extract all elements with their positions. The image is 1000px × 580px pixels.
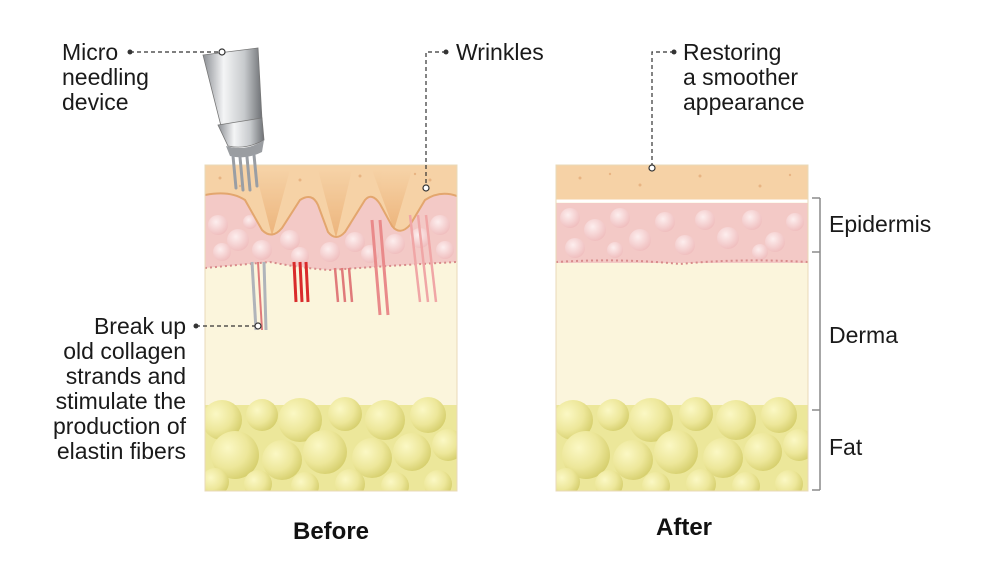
micro-needling-line-3: device [62, 89, 129, 115]
micro-needling-device [202, 47, 265, 192]
break-up-line-1: Break up [93, 313, 186, 339]
break-up-label: Break up old collagen strands and stimul… [40, 314, 186, 464]
restoring-line-3: appearance [683, 89, 805, 115]
fat-label: Fat [829, 434, 863, 460]
micro-needling-line-2: needling [62, 64, 149, 90]
collagen-strand [250, 261, 268, 331]
after-surface-dots [578, 172, 792, 188]
break-up-line-5: production of [53, 413, 186, 439]
before-skin-block [205, 165, 457, 491]
before-surface-edge [205, 192, 457, 238]
surface-dots [218, 172, 432, 188]
layer-bracket [812, 197, 821, 491]
leader-dots [127, 48, 677, 330]
after-skin-block [556, 165, 808, 491]
wrinkle-shading [255, 170, 412, 238]
micro-needling-line-1: Micro [62, 39, 119, 65]
leader-lines [130, 51, 674, 327]
break-up-line-2: old collagen [63, 338, 186, 364]
before-caption: Before [293, 518, 370, 545]
after-fat-bubbles [556, 397, 808, 491]
break-up-line-4: stimulate the [55, 388, 186, 414]
derma-label: Derma [829, 322, 899, 348]
after-epidermis-bubbles [560, 208, 804, 260]
break-up-line-6: elastin fibers [56, 438, 186, 464]
needle-tracks [292, 214, 438, 316]
epidermis-label: Epidermis [829, 211, 932, 237]
break-up-line-3: strands and [65, 363, 186, 389]
after-caption: After [656, 514, 713, 541]
after-basal-line [556, 259, 808, 266]
restoring-label: Restoring a smoother appearance [683, 40, 805, 115]
restoring-line-2: a smoother [683, 64, 799, 90]
after-block-outline [555, 164, 809, 492]
micro-needling-label: Micro needling device [62, 40, 149, 115]
before-fat-bubbles [205, 397, 457, 491]
before-block-outline [204, 164, 458, 492]
after-surface-layer [556, 165, 808, 200]
wrinkles-label: Wrinkles [456, 39, 544, 65]
restoring-line-1: Restoring [683, 39, 782, 65]
